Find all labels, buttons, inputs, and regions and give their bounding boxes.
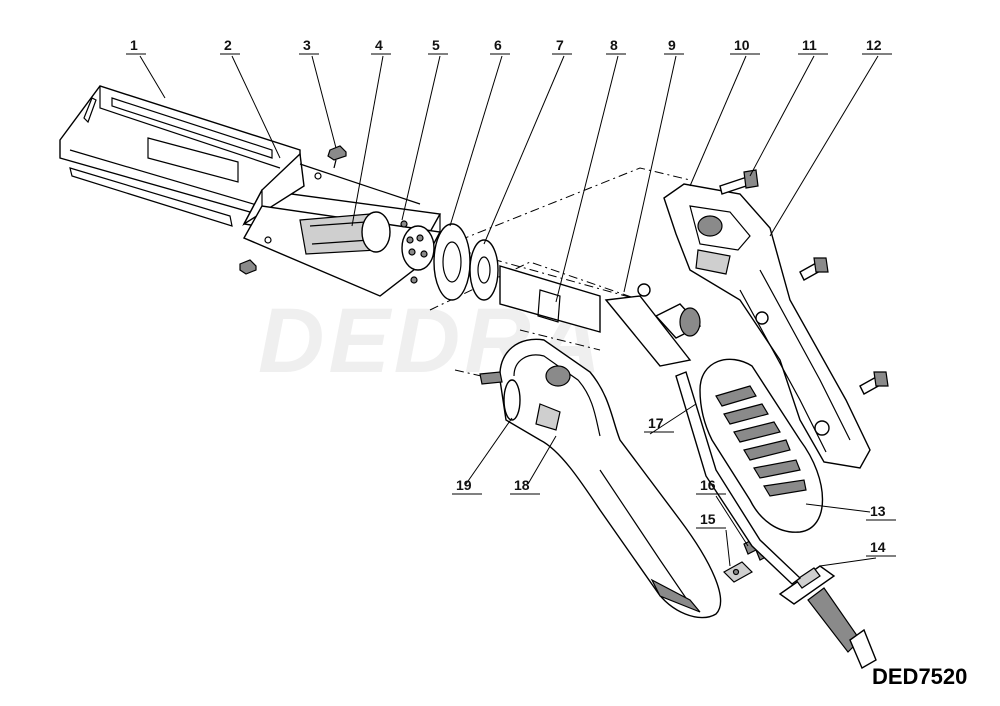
label-part-15: 15	[700, 511, 716, 527]
label-part-6: 6	[494, 37, 502, 53]
label-part-3: 3	[303, 37, 311, 53]
part-6-gasket	[433, 223, 471, 301]
leader-lines	[139, 55, 879, 567]
label-part-13: 13	[870, 503, 886, 519]
part-9-switch-board	[604, 283, 702, 367]
label-part-7: 7	[556, 37, 564, 53]
label-part-10: 10	[734, 37, 750, 53]
part-15-cord-clamp	[723, 561, 753, 583]
part-5-heater-core	[400, 220, 435, 284]
part-14-power-cord	[778, 565, 877, 669]
label-part-18: 18	[514, 477, 530, 493]
label-part-2: 2	[224, 37, 232, 53]
part-19-front-bushing	[479, 371, 521, 421]
label-part-17: 17	[648, 415, 664, 431]
part-12-right-housing	[663, 183, 871, 469]
part-labels: 1 2 3 4 5 6 7 8 9 10 11 12 13 14 15 16 1…	[126, 37, 896, 557]
part-17-switch-actuator	[675, 371, 802, 585]
label-part-14: 14	[870, 539, 886, 555]
part-3-screws	[239, 145, 347, 275]
part-8-insulation-sleeve	[499, 265, 601, 333]
label-part-5: 5	[432, 37, 440, 53]
label-part-9: 9	[668, 37, 676, 53]
label-part-4: 4	[375, 37, 383, 53]
part-7-mica-disc	[469, 239, 499, 301]
label-part-16: 16	[700, 477, 716, 493]
part-18-left-housing	[499, 338, 722, 619]
label-part-19: 19	[456, 477, 472, 493]
label-part-8: 8	[610, 37, 618, 53]
label-part-12: 12	[866, 37, 882, 53]
label-part-11: 11	[802, 37, 817, 53]
part-4-heating-element	[299, 211, 391, 255]
label-part-1: 1	[130, 37, 138, 53]
part-13-grip-cover	[699, 358, 824, 533]
model-code: DED7520	[872, 664, 967, 689]
part-11-housing-screws	[719, 169, 889, 395]
part-1-nozzle-tray	[59, 85, 301, 227]
